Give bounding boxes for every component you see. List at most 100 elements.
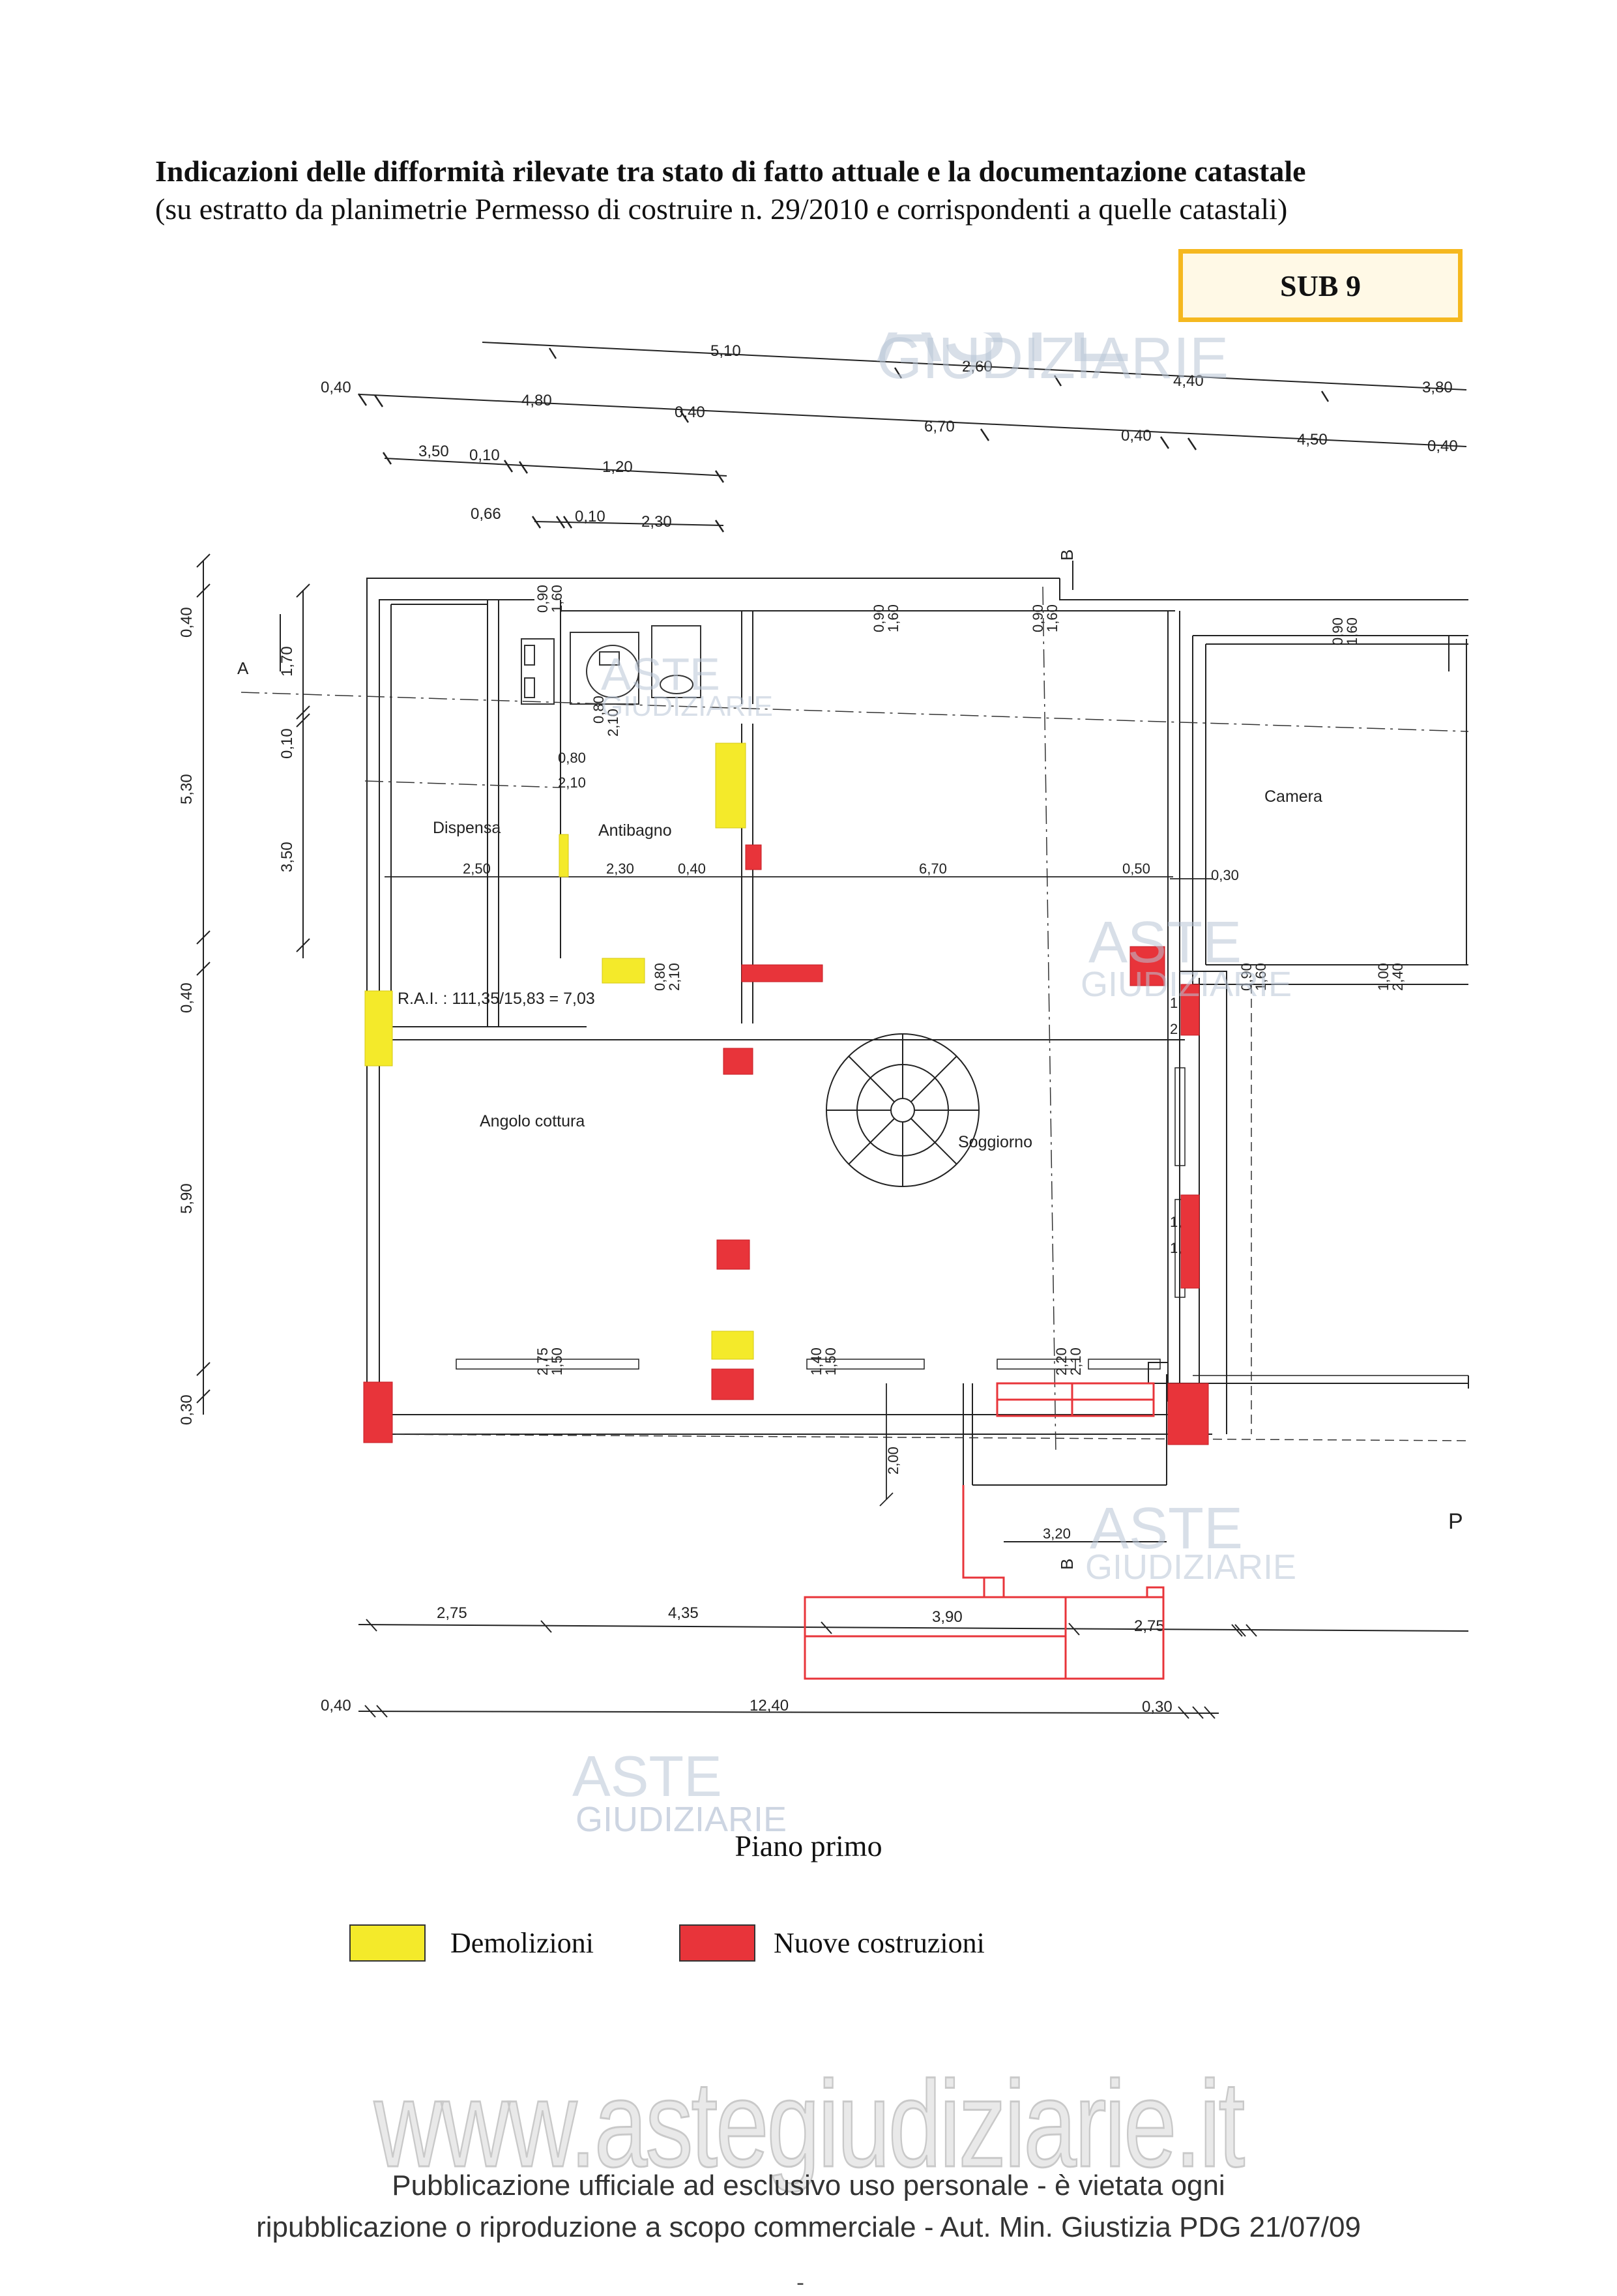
dim-r1-c: 4,40 [1173,372,1204,390]
new-construction-area [711,1368,754,1400]
dim-left-i2: 0,10 [278,728,296,759]
sub-badge-label: SUB 9 [1280,269,1361,302]
dim-w3b: 1,60 [1044,604,1060,632]
dim-r4-b: 0,10 [575,508,605,525]
plan-watermarks: ASTE GIUDIZIARIE ASTE GIUDIZIARIE ASTE G… [572,332,1296,1806]
section-mark-p: P [1448,1509,1463,1534]
new-construction-area [1180,984,1200,1036]
dim-b1-c: 3,90 [932,1608,963,1626]
dim-h-e: 0,50 [1122,861,1150,877]
new-construction-area [1129,946,1165,986]
dim-side1: 1 [1170,995,1178,1011]
demolition-area [559,834,569,877]
new-construction-outlines [804,1382,1165,1680]
document-subtitle: (su estratto da planimetrie Permesso di … [155,192,1288,226]
dim-r2-b: 4,80 [521,392,552,409]
dim-h-a: 2,50 [463,861,491,877]
dim-r1-a: 5,10 [710,342,741,360]
dim-side4: 1, [1170,1240,1182,1256]
dim-w4a: 0,90 [1330,617,1346,645]
dim-bot3b: 2,10 [1068,1347,1084,1376]
dim-bath-d: 2,10 [558,774,586,791]
inner-dimension-labels: 0,90 1,60 0,90 1,60 0,90 1,60 0,90 1,60 … [463,585,1406,1542]
dim-side3: 1, [1170,1214,1182,1230]
walls [366,578,1469,1542]
new-construction-area [745,844,762,870]
dim-bot1b: 1,50 [549,1347,565,1376]
watermark-giudiziarie-2: GIUDIZIARIE [601,690,773,722]
top-dimension-labels: 5,10 2,60 4,40 3,80 0,40 4,80 0,40 6,70 … [321,342,1458,531]
watermark-giudiziarie-3: GIUDIZIARIE [1081,965,1292,1004]
dim-stair-w: 3,20 [1043,1525,1071,1542]
dim-left-o5: 0,30 [178,1394,196,1425]
dim-b2-c: 0,30 [1142,1698,1173,1716]
axis-lines [240,586,1469,1454]
dim-h-f: 0,30 [1211,867,1239,883]
legend-item-nuove-costruzioni: Nuove costruzioni [679,1924,985,1962]
dim-left-i1: 1,70 [278,646,296,677]
dim-bot1a: 2,75 [534,1347,551,1376]
dim-left-i3: 3,50 [278,842,296,872]
dim-left-o1: 0,40 [178,607,196,638]
dim-r1-d: 3,80 [1422,379,1453,396]
dim-r2-a: 0,40 [321,379,351,396]
legend-swatch-yellow [349,1924,426,1962]
dim-bath-a: 0,80 [590,696,607,724]
dim-bot2b: 1,50 [823,1347,839,1376]
sub-badge: SUB 9 [1178,249,1463,322]
bathroom-fixtures [521,625,701,705]
dim-b1-a: 2,75 [437,1604,467,1622]
watermark-aste-1: ASTE [877,332,1132,382]
dim-d3a: 1,00 [1375,963,1391,991]
dim-stair-h: 2,00 [885,1447,901,1475]
demolition-area [715,743,746,829]
dim-bath-b: 2,10 [605,709,621,737]
new-construction-area [741,964,823,982]
section-mark-a: A [237,658,249,678]
dim-r1-b: 2,60 [962,358,993,375]
adjacent-room-walls [1448,636,1467,965]
room-soggiorno: Soggiorno [958,1133,1032,1151]
room-labels: Dispensa Antibagno Camera Angolo cottura… [398,787,1322,1151]
legend-label-nuove-costruzioni: Nuove costruzioni [774,1927,985,1959]
dim-r3-c: 1,20 [602,458,633,476]
watermark-aste-5: ASTE [572,1744,722,1806]
demolition-area [364,990,393,1067]
section-mark-b-bottom: B [1057,1559,1077,1570]
footer-line-2: ripubblicazione o riproduzione a scopo c… [256,2211,1361,2243]
room-antibagno: Antibagno [598,821,672,840]
demolition-area [711,1331,754,1360]
demolition-marks [364,743,754,1360]
watermark-aste-4: ASTE [1090,1496,1243,1561]
page-number: - [796,2269,804,2295]
floor-plan: 5,10 2,60 4,40 3,80 0,40 4,80 0,40 6,70 … [178,332,1469,1806]
dim-left-o2: 5,30 [178,774,196,804]
watermark-giudiziarie-1: GIUDIZIARIE [877,332,1229,391]
dim-b1-b: 4,35 [668,1604,699,1622]
watermark-aste-2: ASTE [601,649,720,699]
watermark-giudiziarie-4: GIUDIZIARIE [1085,1548,1296,1587]
new-construction-area [363,1381,393,1443]
dim-w2a: 0,90 [871,604,887,632]
dim-b2-b: 12,40 [750,1697,789,1715]
dim-r2-e: 0,40 [1121,427,1152,445]
watermark-aste-3: ASTE [1088,910,1242,975]
top-dimension-ticks [357,347,1330,533]
dim-w4b: 1,60 [1344,617,1360,645]
dim-h-c: 0,40 [678,861,706,877]
dim-r3-b: 0,10 [469,447,500,464]
dim-w2b: 1,60 [885,604,901,632]
bottom-dimension-labels: 2,75 4,35 3,90 2,75 0,40 12,40 0,30 [321,1604,1173,1716]
dim-h-d: 6,70 [919,861,947,877]
dim-bot2a: 1,40 [808,1347,824,1376]
stair-dimension-lines [879,1383,894,1507]
dim-r2-f: 4,50 [1297,431,1328,449]
dim-side2: 2 [1170,1021,1178,1037]
dim-w1a: 0,90 [534,585,551,613]
section-mark-b-top: B [1057,550,1077,561]
dim-d1a: 0,80 [652,963,668,991]
dim-d1b: 2,10 [666,963,682,991]
new-construction-marks [363,844,1209,1445]
bottom-dimension-lines [358,1619,1469,1719]
dim-b1-d: 2,75 [1134,1617,1165,1635]
